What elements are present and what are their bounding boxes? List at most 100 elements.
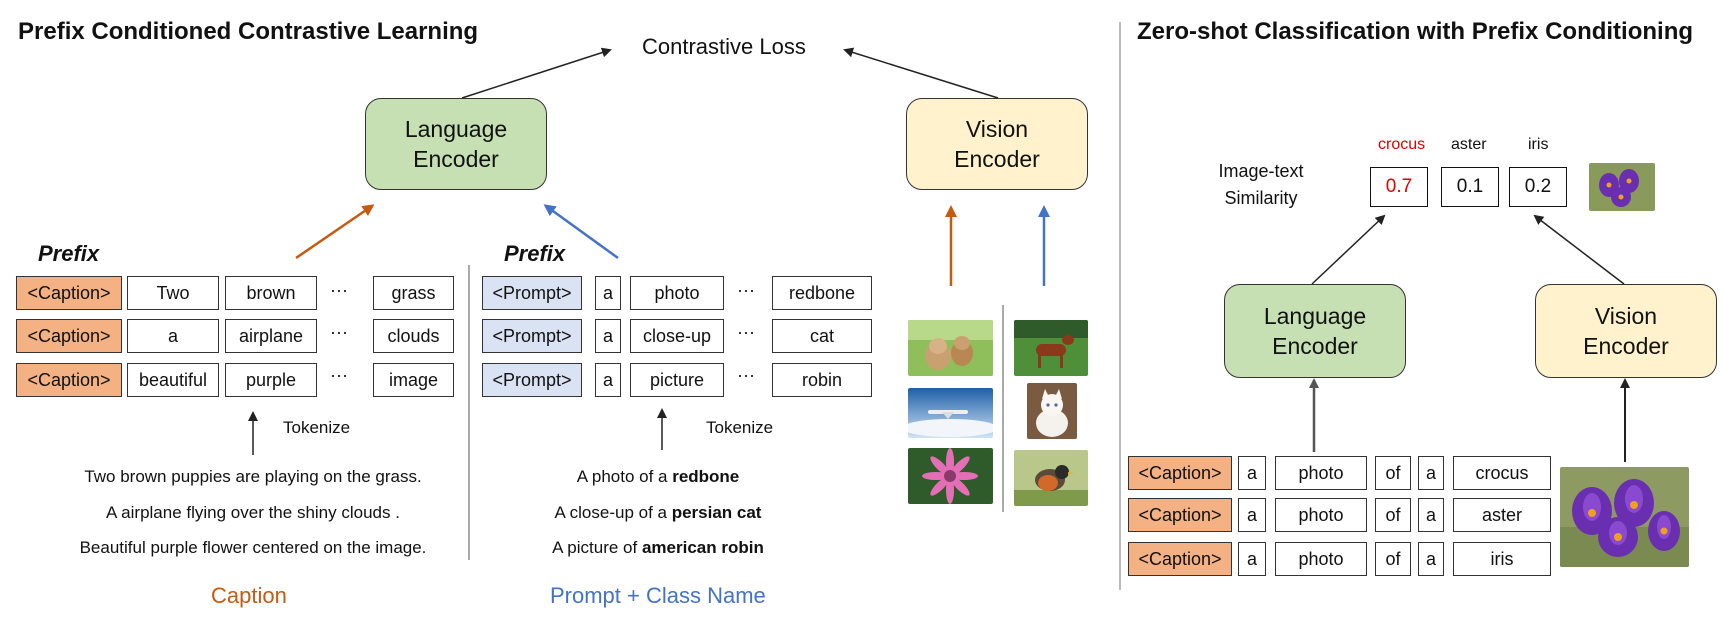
prompt-row1-token1: a [595, 276, 621, 310]
caption-sentence-2: A airplane flying over the shiny clouds … [106, 503, 400, 522]
right-row1-token1: a [1238, 456, 1266, 490]
right-language-encoder-line1: Language [1263, 303, 1367, 329]
robin-photo [1014, 450, 1088, 506]
prompt-row1-prefix: <Prompt> [482, 276, 582, 310]
prompt-row1-last: redbone [772, 276, 872, 310]
prompt-footer-label: Prompt + Class Name [550, 583, 766, 608]
prompt-row3-token1: a [595, 363, 621, 397]
class-label-crocus: crocus [1378, 136, 1426, 153]
right-row3-token3: of [1375, 542, 1411, 576]
prompt-row2-ellipsis: ··· [737, 322, 755, 342]
prompt-row3-last: robin [772, 363, 872, 397]
prompt-tokenize-label: Tokenize [706, 418, 774, 437]
caption-row3-prefix: <Caption> [16, 363, 122, 397]
right-row1-token4: a [1418, 456, 1444, 490]
caption-sentence-3: Beautiful purple flower centered on the … [79, 538, 427, 557]
contrastive-loss-label: Contrastive Loss [642, 34, 806, 59]
right-row1-last: crocus [1453, 456, 1551, 490]
right-row1-token2: photo [1275, 456, 1367, 490]
right-row3-prefix: <Caption> [1128, 542, 1232, 576]
right-vision-encoder-line2: Encoder [1583, 333, 1669, 359]
caption-row3-last: image [373, 363, 454, 397]
right-row3-token2: photo [1275, 542, 1367, 576]
prompt-sentence-2-plain: A close-up of a [554, 503, 672, 522]
score-iris: 0.2 [1509, 167, 1567, 207]
prompt-row3-prefix: <Prompt> [482, 363, 582, 397]
prompt-sentence-3-class: american robin [641, 538, 764, 557]
prompt-prefix-heading: Prefix [504, 241, 566, 266]
pink-flower-photo [908, 448, 993, 504]
language-encoder-line2: Encoder [413, 146, 499, 172]
caption-row1-last: grass [373, 276, 454, 310]
caption-row2-token2: airplane [225, 319, 317, 353]
caption-row2-ellipsis: ··· [330, 322, 348, 342]
prompt-row2-token2: close-up [630, 319, 724, 353]
class-label-iris: iris [1528, 136, 1549, 153]
similarity-label-line2: Similarity [1224, 188, 1298, 208]
prompt-sentence-3-plain: A picture of [552, 538, 642, 557]
caption-tokenize-label: Tokenize [283, 418, 351, 437]
right-row2-prefix: <Caption> [1128, 498, 1232, 532]
prompt-row3-token2: picture [630, 363, 724, 397]
right-row3-token1: a [1238, 542, 1266, 576]
right-row3-token4: a [1418, 542, 1444, 576]
prompt-sentence-1-class: redbone [672, 467, 740, 486]
right-row2-token4: a [1418, 498, 1444, 532]
arrow-prompt-to-language [543, 204, 619, 260]
score-aster: 0.1 [1441, 167, 1499, 207]
airplane-photo [908, 388, 993, 438]
arrow-language-to-loss [461, 47, 612, 99]
caption-prefix-heading: Prefix [38, 241, 100, 266]
prompt-row3-ellipsis: ··· [737, 365, 755, 385]
arrow-right-vision-to-scores [1533, 214, 1625, 285]
caption-row1-token1: Two [127, 276, 219, 310]
prompt-row2-last: cat [772, 319, 872, 353]
arrow-right-language-to-scores [1311, 214, 1386, 285]
right-row2-token3: of [1375, 498, 1411, 532]
prompt-sentence-3: A picture of american robin [488, 538, 828, 558]
vision-encoder-line2: Encoder [954, 146, 1040, 172]
class-label-aster: aster [1451, 136, 1487, 153]
caption-row3-ellipsis: ··· [330, 365, 348, 385]
right-language-encoder-line2: Encoder [1272, 333, 1358, 359]
prompt-row1-ellipsis: ··· [737, 280, 755, 300]
vision-encoder-line1: Vision [965, 116, 1029, 142]
caption-sentence-1: Two brown puppies are playing on the gra… [84, 467, 422, 486]
similarity-label-line1: Image-text [1218, 161, 1304, 181]
crocus-photo-large [1560, 467, 1689, 567]
prompt-row2-token1: a [595, 319, 621, 353]
right-row1-prefix: <Caption> [1128, 456, 1232, 490]
caption-row1-token2: brown [225, 276, 317, 310]
prompt-sentence-1-plain: A photo of a [576, 467, 673, 486]
language-encoder-line1: Language [404, 116, 508, 142]
caption-row1-prefix: <Caption> [16, 276, 122, 310]
puppies-photo [908, 320, 993, 376]
caption-row2-prefix: <Caption> [16, 319, 122, 353]
arrow-caption-to-language [295, 204, 375, 260]
caption-row3-token2: purple [225, 363, 317, 397]
right-row2-last: aster [1453, 498, 1551, 532]
prompt-row1-token2: photo [630, 276, 724, 310]
caption-row2-last: clouds [373, 319, 454, 353]
white-cat-photo [1027, 383, 1077, 439]
crocus-photo-small [1589, 163, 1655, 211]
score-crocus: 0.7 [1370, 167, 1428, 207]
right-panel-title: Zero-shot Classification with Prefix Con… [1137, 18, 1694, 45]
caption-footer-label: Caption [211, 583, 287, 608]
prompt-sentence-1: A photo of a redbone [488, 467, 828, 487]
redbone-dog-photo [1014, 320, 1088, 376]
right-vision-encoder-line1: Vision [1594, 303, 1658, 329]
prompt-sentence-2: A close-up of a persian cat [488, 503, 828, 523]
caption-row1-ellipsis: ··· [330, 280, 348, 300]
prompt-row2-prefix: <Prompt> [482, 319, 582, 353]
arrow-vision-to-loss [843, 47, 999, 99]
caption-row2-token1: a [127, 319, 219, 353]
right-row2-token2: photo [1275, 498, 1367, 532]
right-row3-last: iris [1453, 542, 1551, 576]
